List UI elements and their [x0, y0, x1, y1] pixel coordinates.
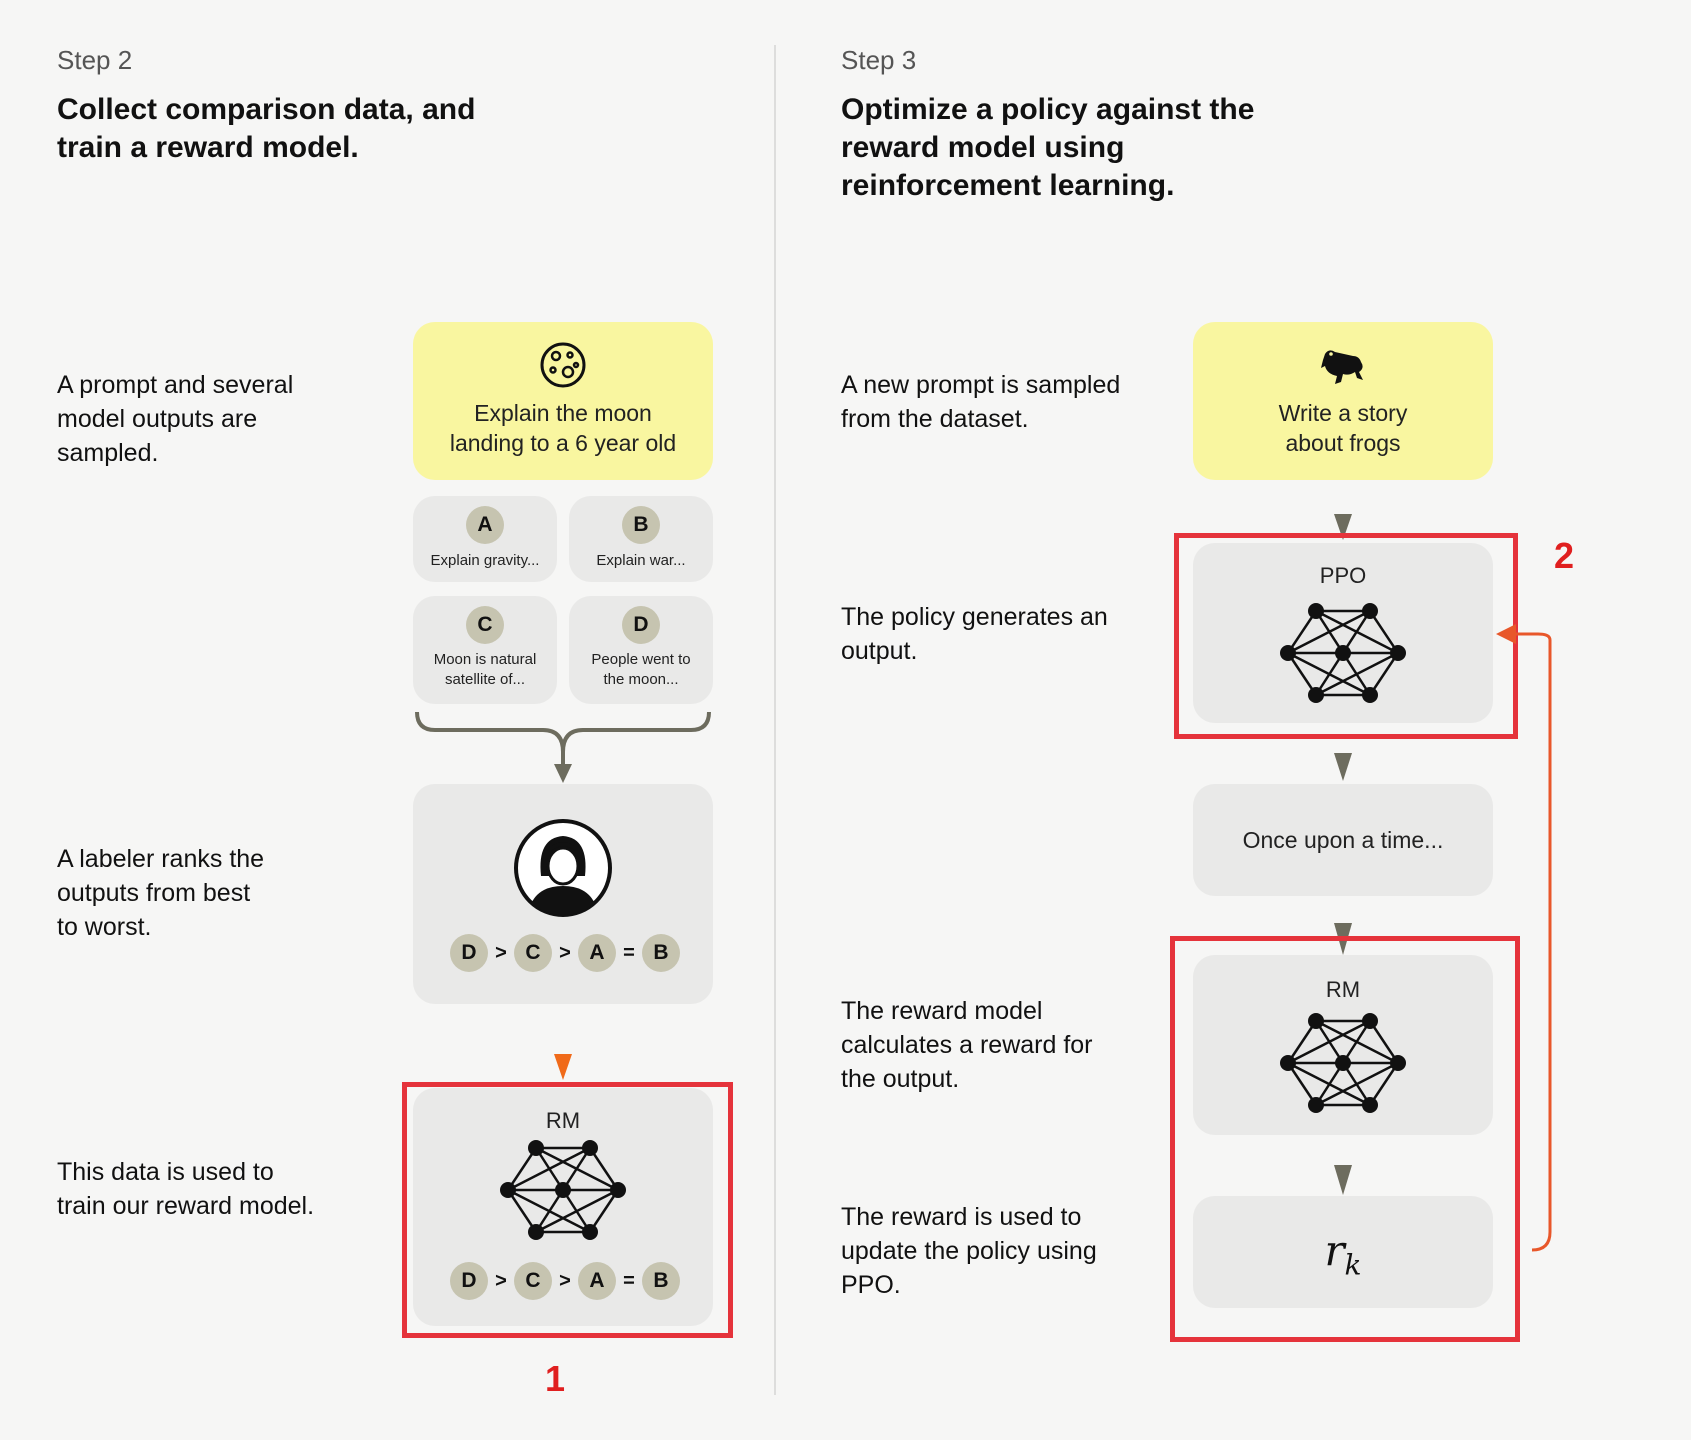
rm-ranking: D > C > A = B — [450, 1262, 680, 1300]
labeler-ranking: D > C > A = B — [450, 934, 680, 972]
moon-icon — [540, 342, 586, 388]
output-text-b: Explain war... — [596, 552, 686, 569]
output-text-a: Explain gravity... — [430, 552, 540, 569]
rank-op: > — [495, 1269, 507, 1292]
step2-title: Collect comparison data, and train a rew… — [57, 93, 476, 164]
output-letter-b: B — [622, 506, 660, 544]
step3-title: Optimize a policy against the reward mod… — [841, 93, 1255, 202]
column-divider — [774, 45, 776, 1395]
rank-op: > — [559, 1269, 571, 1292]
neural-network-icon — [1280, 603, 1406, 703]
rank-chip-a: A — [578, 934, 616, 972]
ppo-label: PPO — [1319, 563, 1367, 588]
neural-network-icon — [500, 1140, 626, 1240]
neural-network-icon — [1280, 1013, 1406, 1113]
rank-chip-b: B — [642, 934, 680, 972]
merge-brace — [415, 711, 711, 783]
step2-prompt-line1: Explain the moon — [474, 400, 652, 426]
step3-prompt-line2: about frogs — [1285, 430, 1401, 456]
rank-op: > — [495, 941, 507, 964]
reward-symbol: rk — [1324, 1226, 1362, 1282]
rank-chip-d: D — [450, 1262, 488, 1300]
arrow-down-icon — [1334, 1165, 1352, 1195]
output-card-a: A Explain gravity... — [413, 496, 557, 582]
rank-op: > — [559, 941, 571, 964]
rank-chip-d: D — [450, 934, 488, 972]
annotation-number-2: 2 — [1554, 535, 1575, 576]
step2-rm-card: RM D > C > A = B — [413, 1088, 713, 1326]
step3-label: Step 3 — [841, 45, 917, 75]
output-letter-a: A — [466, 506, 504, 544]
step2-prompt-card: Explain the moon landing to a 6 year old — [413, 322, 713, 480]
annotation-number-1: 1 — [545, 1358, 566, 1399]
step2-rm-label: RM — [545, 1108, 581, 1133]
step2-prompt-line2: landing to a 6 year old — [449, 430, 677, 456]
policy-output-text: Once upon a time... — [1242, 827, 1444, 853]
annotation-box-rm-reward — [1170, 936, 1520, 1342]
ppo-card: PPO — [1193, 543, 1493, 723]
arrow-down-icon — [1334, 514, 1352, 540]
rank-chip-c: C — [514, 1262, 552, 1300]
annotation-box-2 — [1174, 533, 1518, 739]
step2-rm-arrow — [554, 1054, 572, 1080]
feedback-arrow — [1496, 624, 1552, 1252]
step2-label: Step 2 — [57, 45, 133, 75]
policy-output-card: Once upon a time... — [1193, 784, 1493, 896]
labeler-card: D > C > A = B — [413, 784, 713, 1004]
reward-card: rk — [1193, 1196, 1493, 1308]
labeler-avatar-icon — [514, 819, 612, 917]
output-card-b: B Explain war... — [569, 496, 713, 582]
output-letter-c: C — [466, 606, 504, 644]
frog-icon — [1321, 350, 1363, 384]
step3-rm-card: RM — [1193, 955, 1493, 1135]
rank-chip-c: C — [514, 934, 552, 972]
rank-chip-a: A — [578, 1262, 616, 1300]
arrow-down-icon — [1334, 753, 1352, 781]
rank-chip-b: B — [642, 1262, 680, 1300]
rank-op: = — [623, 941, 635, 964]
step3-prompt-card: Write a story about frogs — [1193, 322, 1493, 480]
rank-op: = — [623, 1269, 635, 1292]
output-letter-d: D — [622, 606, 660, 644]
annotation-box-1 — [402, 1082, 733, 1338]
step3-prompt-line1: Write a story — [1278, 400, 1408, 426]
step3-rm-label: RM — [1325, 977, 1361, 1002]
